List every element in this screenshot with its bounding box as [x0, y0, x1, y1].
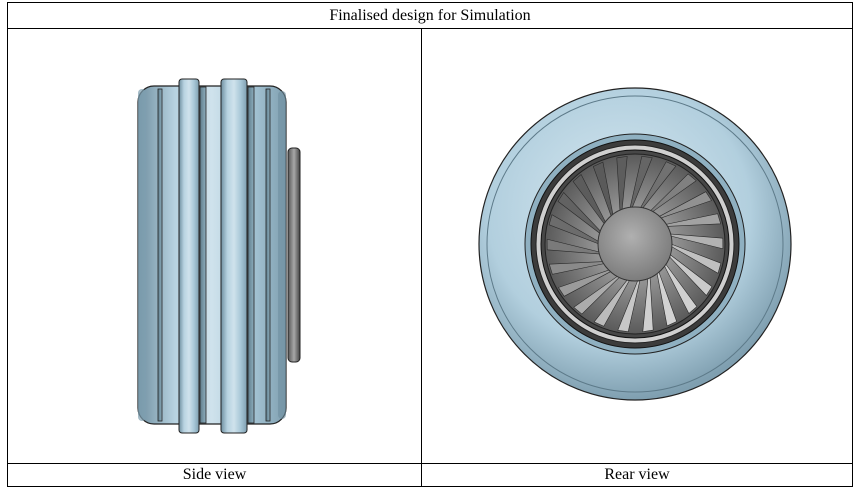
tyre-sidewall-line	[486, 95, 784, 393]
hub-disk	[287, 147, 301, 363]
tread-groove	[247, 86, 255, 424]
tread-groove	[265, 88, 271, 422]
tyre-edge-shade	[138, 89, 146, 421]
tread-rib	[178, 78, 200, 434]
tyre-edge-shade	[278, 91, 286, 419]
side-view-cell	[8, 29, 422, 463]
tread-groove	[199, 86, 207, 424]
side-view-caption: Side view	[8, 463, 422, 486]
tread-groove	[157, 88, 163, 422]
tread-rib	[220, 78, 248, 434]
wheel-spokes	[546, 155, 724, 333]
rear-view-caption: Rear view	[422, 463, 852, 486]
rear-view-wheel-image	[478, 87, 792, 401]
figure-title: Finalised design for Simulation	[8, 3, 852, 29]
rear-view-cell	[422, 29, 852, 463]
figure-table: Finalised design for Simulation	[7, 2, 853, 487]
hub-center	[597, 206, 673, 282]
side-view-wheel-image	[137, 78, 301, 434]
